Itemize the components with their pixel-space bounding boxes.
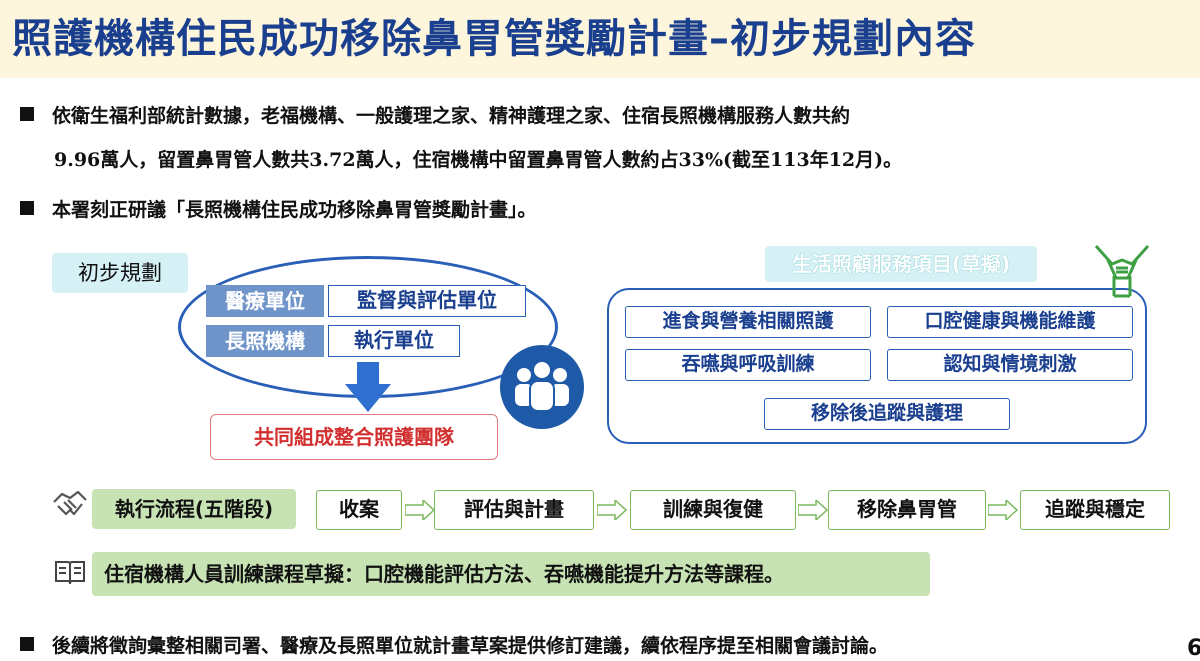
flow-arrow-icon: [597, 500, 627, 520]
flow-arrow-icon: [798, 500, 828, 520]
bullet-next-steps: 後續將徵詢彙整相關司署、醫療及長照單位就計畫草案提供修訂建議，續依程序提至相關會…: [20, 631, 888, 658]
services-title-text: 生活照顧服務項目(草擬): [791, 252, 1011, 276]
flow-step-intake: 收案: [316, 490, 402, 530]
page-title: 照護機構住民成功移除鼻胃管獎勵計畫–初步規劃內容: [12, 16, 976, 62]
title-bar: 照護機構住民成功移除鼻胃管獎勵計畫–初步規劃內容: [0, 0, 1200, 78]
service-item: 吞嚥與呼吸訓練: [625, 349, 871, 381]
role-ltc-function: 執行單位: [328, 325, 460, 357]
book-icon: [55, 561, 85, 585]
flow-label: 執行流程(五階段): [92, 489, 296, 529]
bullet-marker: [20, 637, 34, 651]
role-ltc-label: 長照機構: [206, 325, 324, 357]
flow-step-followup: 追蹤與穩定: [1020, 490, 1170, 530]
bullet-stats: 依衛生福利部統計數據，老福機構、一般護理之家、精神護理之家、住宿長照機構服務人數…: [20, 101, 850, 128]
service-item: 認知與情境刺激: [887, 349, 1133, 381]
hands-together-icon: [1094, 245, 1150, 298]
bullet-marker: [20, 201, 34, 215]
service-item: 口腔健康與機能維護: [887, 306, 1133, 338]
bullet-stats-line2: 9.96萬人，留置鼻胃管人數共3.72萬人，住宿機構中留置鼻胃管人數約占33%(…: [54, 149, 903, 171]
bullet-stats-text: 依衛生福利部統計數據，老福機構、一般護理之家、精神護理之家、住宿長照機構服務人數…: [52, 105, 851, 127]
team-box: 共同組成整合照護團隊: [210, 414, 498, 460]
services-frame: [607, 288, 1147, 444]
training-courses: 住宿機構人員訓練課程草擬：口腔機能評估方法、吞嚥機能提升方法等課程。: [92, 552, 930, 596]
bullet-plan-text: 本署刻正研議「長照機構住民成功移除鼻胃管獎勵計畫」。: [52, 199, 537, 221]
page-number: 6: [1187, 636, 1200, 661]
arrow-down-icon: [345, 362, 391, 412]
role-medical-function: 監督與評估單位: [328, 285, 526, 317]
plan-label: 初步規劃: [52, 253, 188, 293]
services-title: 生活照顧服務項目(草擬): [765, 246, 1037, 282]
flow-step-training: 訓練與復健: [630, 490, 796, 530]
role-medical-label: 醫療單位: [206, 285, 324, 317]
service-item: 移除後追蹤與護理: [764, 398, 1010, 430]
flow-arrow-icon: [988, 500, 1018, 520]
flow-step-removal: 移除鼻胃管: [828, 490, 986, 530]
flow-step-assessment: 評估與計畫: [434, 490, 594, 530]
flow-arrow-icon: [405, 500, 435, 520]
people-icon: [500, 345, 584, 429]
handshake-icon: [53, 490, 87, 516]
service-item: 進食與營養相關照護: [625, 306, 871, 338]
bullet-next-steps-text: 後續將徵詢彙整相關司署、醫療及長照單位就計畫草案提供修訂建議，續依程序提至相關會…: [52, 635, 889, 657]
bullet-plan: 本署刻正研議「長照機構住民成功移除鼻胃管獎勵計畫」。: [20, 195, 537, 222]
bullet-marker: [20, 107, 34, 121]
